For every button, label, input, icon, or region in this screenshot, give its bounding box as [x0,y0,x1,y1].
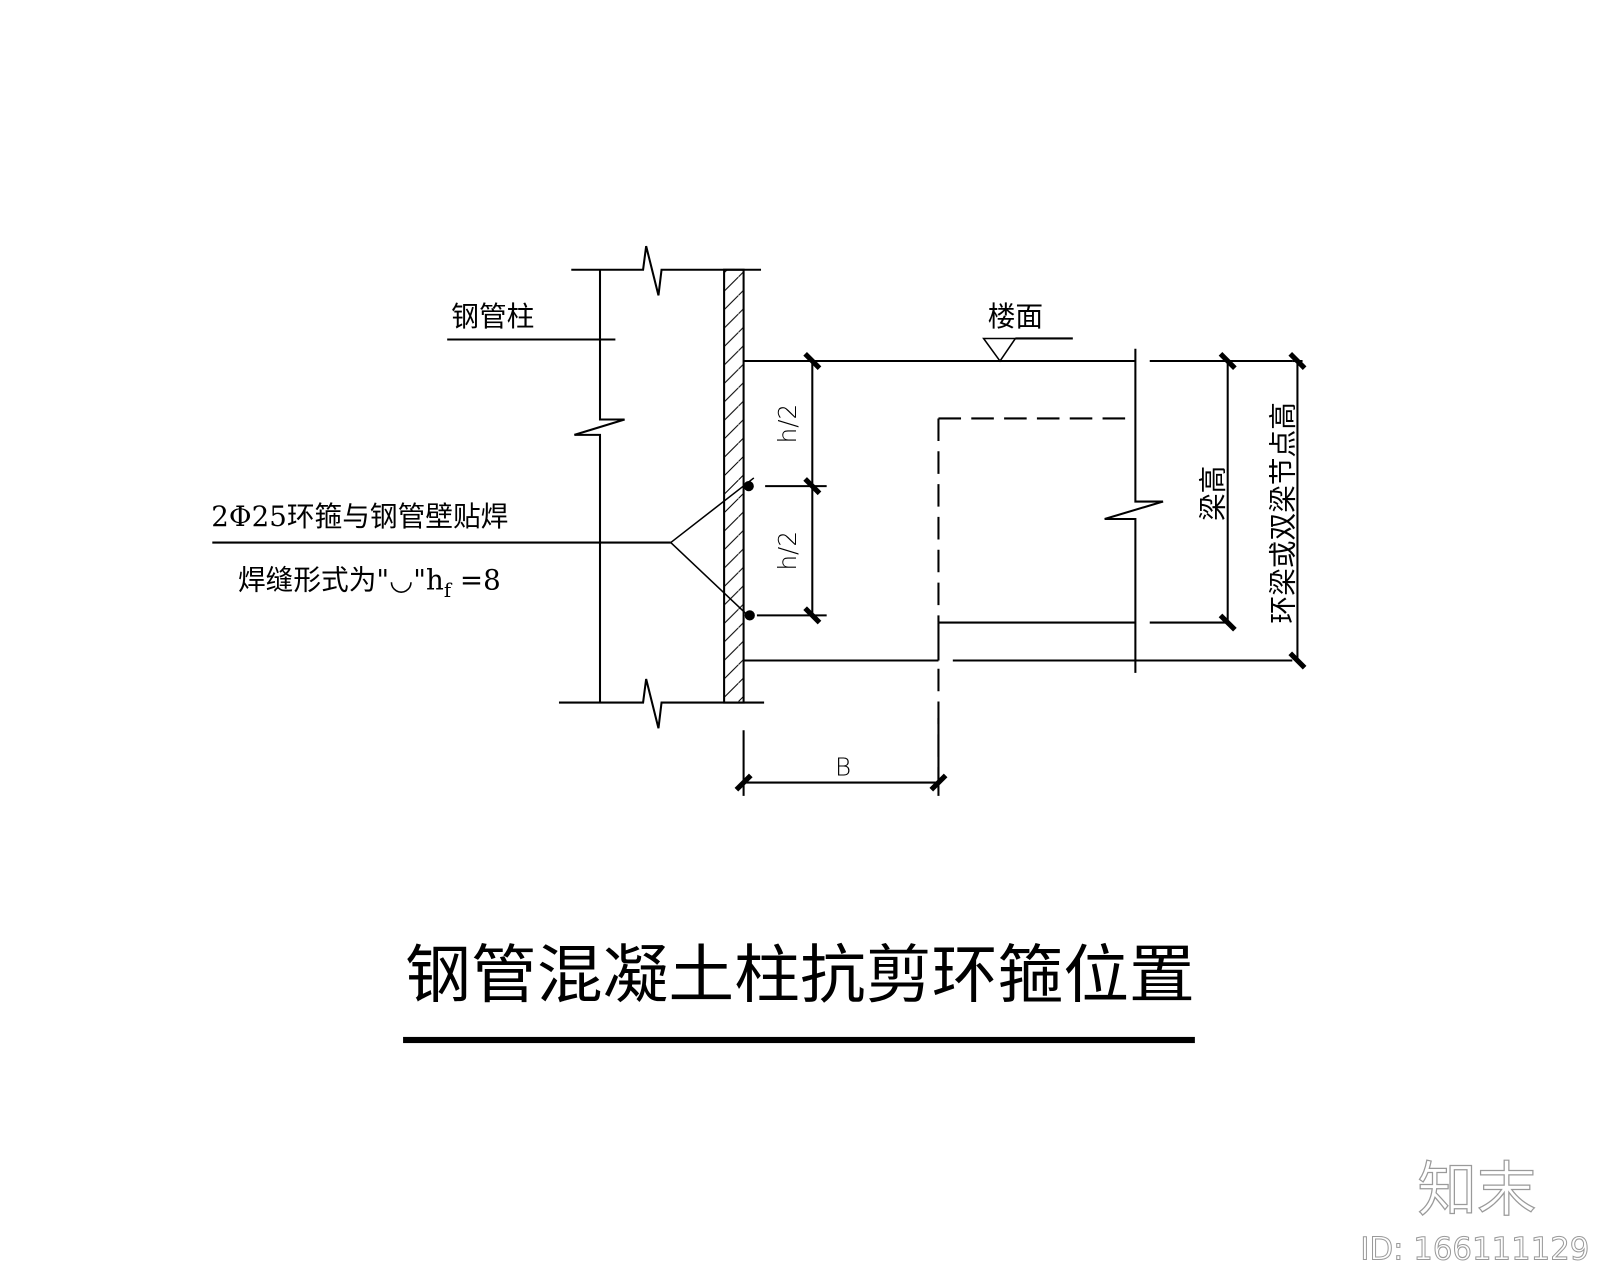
steel-column-outline [558,245,765,729]
weld-symbol: ◡ [389,564,413,597]
ring-hoop-note-line2: 焊缝形式为"◡"hf =8 [238,564,501,602]
ring-hoop-leader [212,477,755,614]
title-underline [403,1036,1195,1044]
ring-beam-node-depth-label: 环梁或双梁节点高 [1266,402,1299,624]
ring-hoop-lower [744,610,755,621]
floor-level-label: 楼面 [988,300,1043,333]
floor-level-marker [982,337,1073,363]
half-h-upper-label: h/2 [773,404,802,444]
steel-tube-wall [723,268,745,704]
width-b-label: B [835,752,851,781]
beam-depth-label: 梁高 [1197,466,1230,521]
steel-tube-column-label: 钢管柱 [451,300,534,333]
drawing-title: 钢管混凝土柱抗剪环箍位置 [405,938,1195,1012]
watermark-brand: 知末 [1417,1156,1536,1225]
dashed-hidden-line [937,417,1136,790]
beam-depth-dimension [1218,352,1307,670]
ring-hoop-note-line1: 2Φ25环箍与钢管壁贴焊 [211,500,508,533]
width-b-dimension [734,717,948,796]
half-h-dimensions [756,352,827,625]
half-h-lower-label: h/2 [773,531,802,571]
watermark-id: ID: 166111129 [1360,1231,1589,1267]
